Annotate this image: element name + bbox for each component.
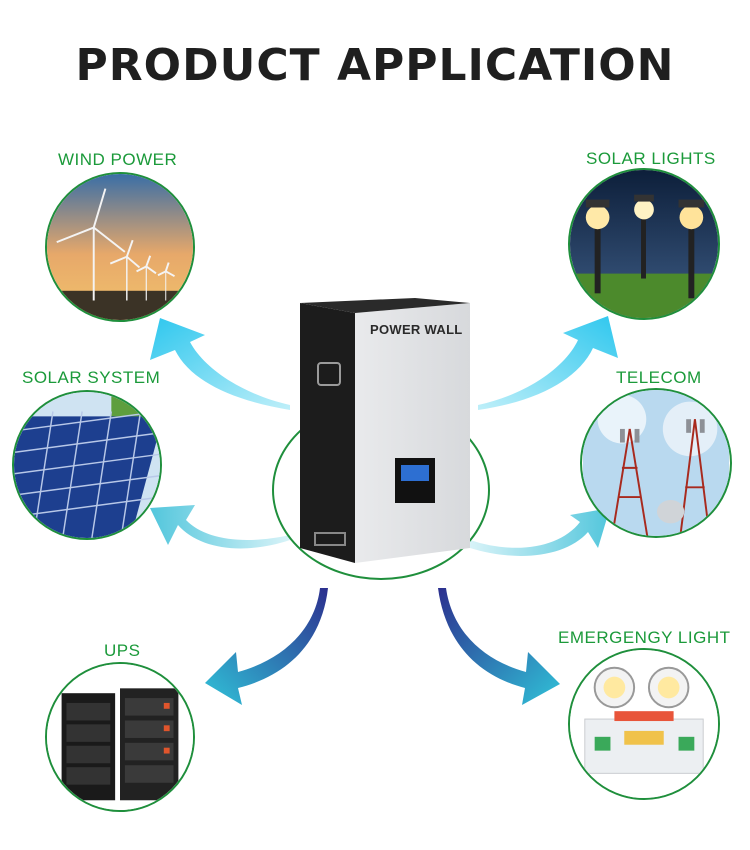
- page-title: PRODUCT APPLICATION: [75, 40, 675, 91]
- label-emergency-light: EMERGENGY LIGHT: [558, 628, 731, 647]
- telecom-image: [580, 388, 732, 538]
- arrow-to-solar-lights: [478, 316, 618, 410]
- product-name: POWER WALL: [370, 322, 463, 337]
- solar-system-image: [12, 390, 162, 540]
- power-wall-product: [300, 298, 470, 563]
- emergency-light-image: [568, 648, 720, 800]
- solar-lights-image: [568, 168, 720, 320]
- arrow-to-solar-system: [150, 505, 290, 549]
- label-ups: UPS: [104, 641, 141, 660]
- arrow-to-emergency-light: [438, 588, 560, 705]
- wind-power-image: [45, 172, 195, 322]
- label-telecom: TELECOM: [616, 368, 702, 387]
- arrow-to-ups: [205, 588, 328, 705]
- arrow-to-telecom: [470, 508, 610, 556]
- label-solar-lights: SOLAR LIGHTS: [586, 149, 716, 168]
- label-solar-system: SOLAR SYSTEM: [22, 368, 161, 387]
- ups-image: [45, 662, 195, 812]
- label-wind-power: WIND POWER: [58, 150, 178, 169]
- arrow-to-wind-power: [150, 318, 290, 410]
